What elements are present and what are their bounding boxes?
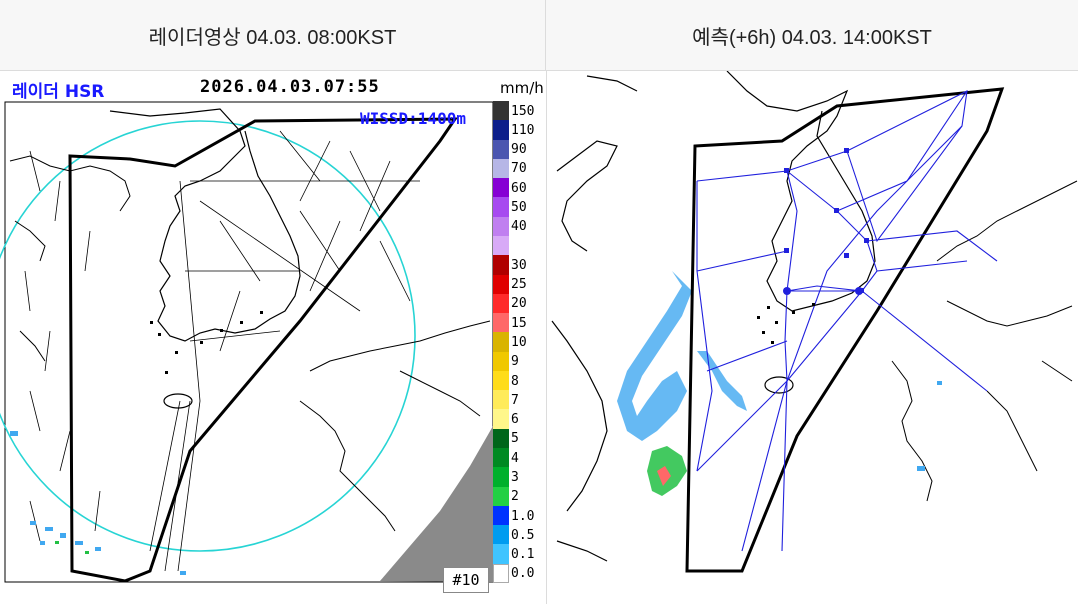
legend-label: 2 (511, 489, 519, 505)
radar-echo-cluster (150, 311, 263, 374)
jeju-island (163, 393, 193, 409)
coastline-korea (726, 71, 876, 312)
frame-number-tag: #10 (443, 567, 489, 593)
legend-label: 25 (511, 277, 527, 293)
legend-swatch (493, 505, 509, 526)
radar-network-lines (696, 90, 998, 552)
coastline-japan (299, 320, 491, 532)
legend-swatch (493, 544, 509, 565)
legend-label: 90 (511, 142, 527, 158)
legend-swatch (493, 216, 509, 237)
legend-swatch (493, 255, 509, 275)
precip-echo-south (10, 431, 186, 575)
legend-swatch (493, 178, 509, 198)
header-forecast-label: 예측(+6h) 04.03. 14:00KST (692, 26, 932, 49)
legend-swatch (493, 120, 509, 141)
legend-swatch (493, 235, 509, 256)
legend-label: 5 (511, 431, 519, 447)
legend-label: 10 (511, 335, 527, 350)
legend-label: 50 (511, 200, 527, 216)
legend-label: 6 (511, 412, 519, 428)
legend-swatch (493, 313, 509, 333)
legend-swatch (493, 332, 509, 353)
legend-label: 8 (511, 373, 519, 389)
coastline-china (9, 155, 131, 362)
jeju-island (764, 376, 794, 394)
precip-band-west (617, 271, 692, 441)
domain-boundary (685, 87, 1005, 573)
legend-swatch (493, 525, 509, 545)
precip-echo-japan (917, 381, 942, 471)
frame-number-label: #10 (452, 571, 480, 589)
legend-label: 3 (511, 469, 519, 485)
legend-label: 150 (511, 103, 535, 119)
radar-range-ring (0, 120, 416, 552)
radar-info-bar: 레이더 HSR 2026.04.03.07:55 mm/h (0, 71, 546, 102)
coastline-japan (891, 180, 1078, 502)
legend-swatch (493, 563, 509, 584)
legend-label: 0.5 (511, 527, 535, 543)
precipitation-legend: 150 110 90 70 60 50 40 30 25 20 15 10 9 8 7 6 5 4 3 2 1.0 0.5… (493, 101, 546, 584)
precip-band-center (697, 351, 747, 411)
legend-swatch (493, 486, 509, 507)
legend-label: 40 (511, 219, 527, 235)
coastline-china (551, 75, 638, 562)
legend-swatch (493, 467, 509, 488)
legend-label: 30 (511, 257, 527, 273)
legend-label: 1.0 (511, 508, 535, 524)
coastline-korea (109, 108, 301, 342)
legend-swatch (493, 158, 509, 179)
legend-swatch (493, 351, 509, 372)
legend-swatch (493, 448, 509, 468)
precip-cell-core (657, 466, 671, 486)
legend-label: 60 (511, 180, 527, 196)
legend-swatch (493, 274, 509, 295)
legend-swatch (493, 390, 509, 410)
forecast-image-panel[interactable] (547, 71, 1078, 604)
legend-label: 0.0 (511, 566, 535, 582)
header-current-radar: 레이더영상 04.03. 08:00KST (0, 0, 546, 71)
radar-timestamp: 2026.04.03.07:55 (200, 77, 380, 97)
legend-label: 15 (511, 315, 527, 331)
radar-image-panel[interactable]: 레이더 HSR 2026.04.03.07:55 mm/h WISSD:1400… (0, 71, 547, 604)
legend-swatch (493, 409, 509, 430)
domain-boundary (68, 117, 458, 583)
legend-swatch (493, 101, 509, 121)
legend-swatch (493, 293, 509, 314)
legend-swatch (493, 139, 509, 160)
legend-label: 7 (511, 392, 519, 408)
land-mask-area (380, 426, 493, 582)
legend-label: 9 (511, 354, 519, 370)
radar-site-label: WISSD:1400m (360, 109, 466, 128)
legend-unit: mm/h (500, 79, 544, 97)
radar-stations (783, 148, 869, 295)
forecast-map (551, 71, 1078, 573)
radar-map (0, 101, 494, 583)
legend-label: 4 (511, 450, 519, 466)
precip-echo-medium (55, 541, 89, 554)
legend-label: 20 (511, 296, 527, 312)
legend-label: 70 (511, 161, 527, 177)
legend-label: 0.1 (511, 547, 535, 563)
legend-label: 110 (511, 122, 535, 138)
header-forecast: 예측(+6h) 04.03. 14:00KST (546, 0, 1078, 71)
legend-swatch (493, 197, 509, 218)
legend-swatch (493, 370, 509, 391)
radar-product-title: 레이더 HSR (12, 82, 105, 102)
header-current-radar-label: 레이더영상 04.03. 08:00KST (148, 26, 397, 49)
legend-swatch (493, 428, 509, 449)
radar-echo-cluster (757, 303, 815, 344)
